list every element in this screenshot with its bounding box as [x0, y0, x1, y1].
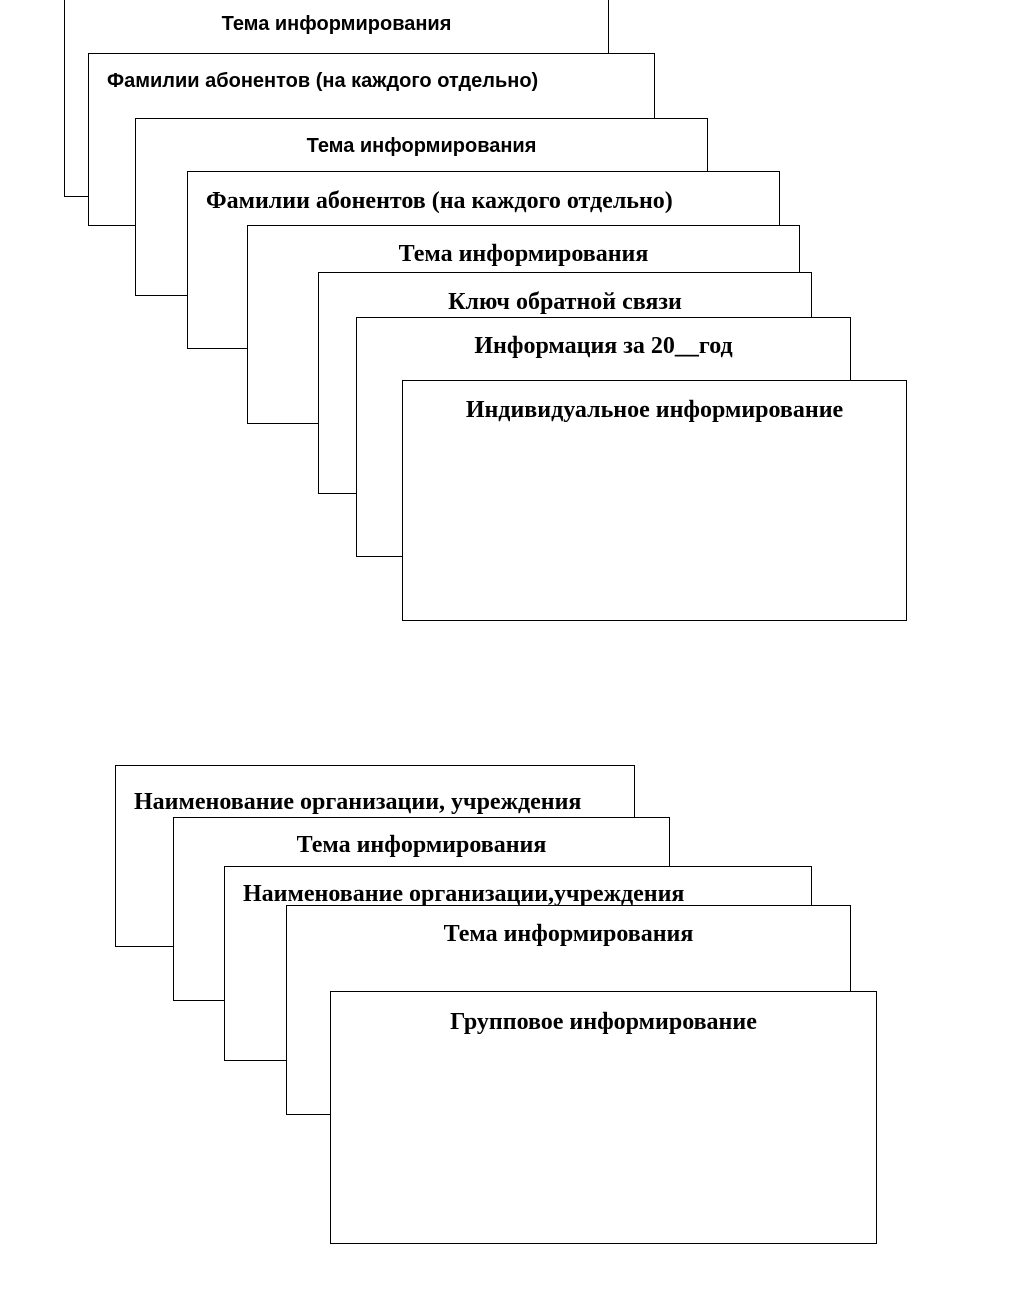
card-label: Тема информирования	[443, 922, 694, 946]
card-label: Наименование организации,учреждения	[243, 882, 685, 906]
card-label: Тема информирования	[221, 14, 452, 34]
card-label: Наименование организации, учреждения	[134, 789, 582, 815]
card-group-informing: Групповое информирование	[330, 991, 877, 1244]
card-label: Фамилии абонентов (на каждого отдельно)	[107, 71, 539, 91]
card-label: Тема информирования	[398, 242, 649, 266]
card-label: Групповое информирование	[450, 1010, 757, 1034]
card-individual-informing: Индивидуальное информирование	[402, 380, 907, 621]
card-label: Ключ обратной связи	[448, 290, 682, 314]
card-label: Индивидуальное информирование	[465, 398, 844, 422]
card-label: Тема информирования	[306, 136, 537, 156]
card-label: Информация за 20__год	[474, 334, 733, 358]
card-label: Тема информирования	[296, 833, 547, 857]
card-label: Фамилии абонентов (на каждого отдельно)	[206, 189, 673, 213]
